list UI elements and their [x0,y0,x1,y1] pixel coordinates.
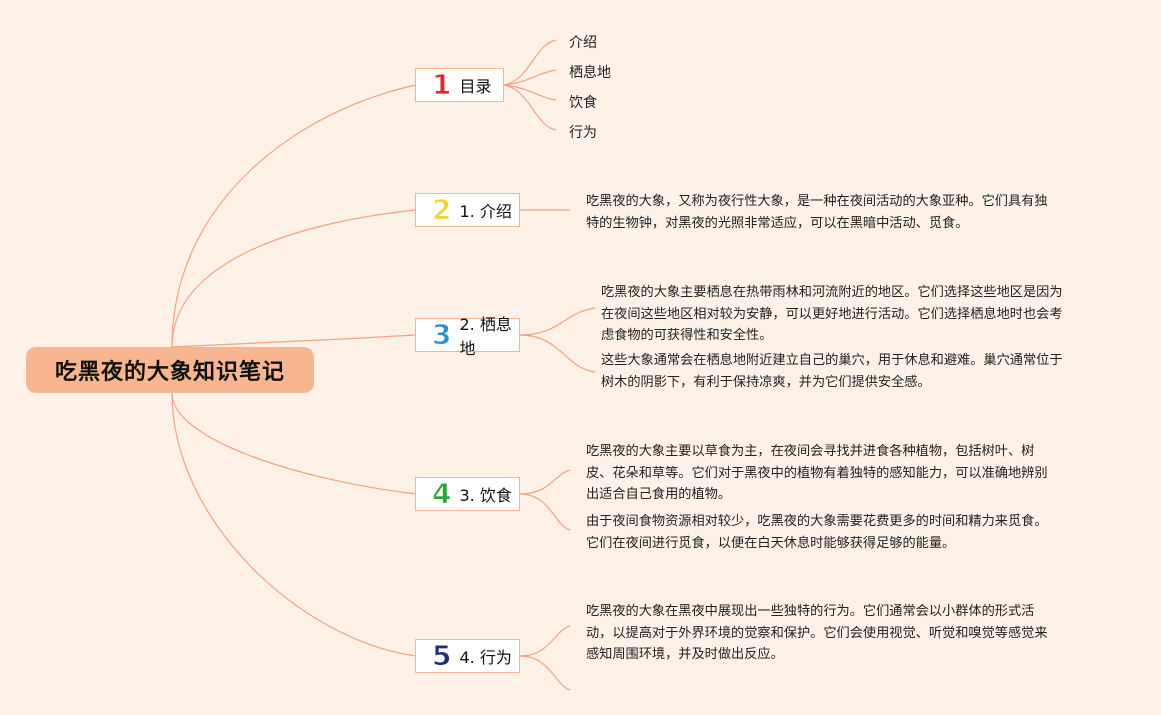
connector-root-branch-2 [171,209,417,348]
connector-toc-1 [503,39,557,86]
connector-habitat-1 [519,307,596,336]
branch-habitat[interactable]: 3 2. 栖息地 [415,315,520,358]
number-4-icon: 4 [431,477,452,510]
connector-root-branch-5 [171,392,417,657]
root-title: 吃黑夜的大象知识笔记 [54,360,285,385]
behavior-paragraph: 吃黑夜的大象在黑夜中展现出一些独特的行为。它们通常会以小群体的形式活 动，以提高… [586,604,1048,662]
branch-behavior[interactable]: 5 4. 行为 [415,639,520,673]
connector-behavior-2 [519,655,571,691]
number-5-icon: 5 [431,639,452,672]
branch-behavior-label: 4. 行为 [459,648,512,667]
connector-toc-2 [503,69,557,86]
diet-paragraph-2: 由于夜间食物资源相对较少，吃黑夜的大象需要花费更多的时间和精力来觅食。 它们在夜… [586,514,1048,551]
connector-habitat-2 [519,334,596,373]
toc-item-habitat[interactable]: 栖息地 [569,65,611,81]
connector-behavior-1 [519,625,571,657]
branch-diet-label: 3. 饮食 [459,486,512,505]
connector-diet-1 [519,469,571,495]
connector-root-branch-3 [171,334,417,348]
diet-paragraph-1: 吃黑夜的大象主要以草食为主，在夜间会寻找并进食各种植物，包括树叶、树 皮、花朵和… [586,444,1048,502]
branch-habitat-label: 2. 栖息地 [459,315,512,358]
connector-diet-2 [519,493,571,531]
branch-intro[interactable]: 2 1. 介绍 [415,193,520,227]
branch-toc-label: 目录 [459,77,492,96]
toc-item-behavior[interactable]: 行为 [569,125,597,141]
habitat-paragraph-2: 这些大象通常会在栖息地附近建立自己的巢穴，用于休息和避难。巢穴通常位于 树木的阴… [601,353,1063,390]
branch-diet[interactable]: 4 3. 饮食 [415,477,520,511]
branch-toc[interactable]: 1 目录 [415,68,504,102]
connector-toc-4 [503,84,557,131]
number-2-icon: 2 [431,193,452,226]
number-1-icon: 1 [431,68,452,101]
connector-root-branch-1 [171,84,417,348]
habitat-paragraph-1: 吃黑夜的大象主要栖息在热带雨林和河流附近的地区。它们选择这些地区是因为 在夜间这… [601,285,1063,343]
toc-item-intro[interactable]: 介绍 [569,35,597,51]
branch-intro-label: 1. 介绍 [459,202,512,221]
connector-root-branch-4 [171,392,417,495]
connector-toc-3 [503,84,557,101]
root-node[interactable]: 吃黑夜的大象知识笔记 [26,347,314,393]
intro-paragraph: 吃黑夜的大象，又称为夜行性大象，是一种在夜间活动的大象亚种。它们具有独 特的生物… [586,194,1048,231]
number-3-icon: 3 [431,318,452,351]
toc-item-diet[interactable]: 饮食 [569,95,597,111]
